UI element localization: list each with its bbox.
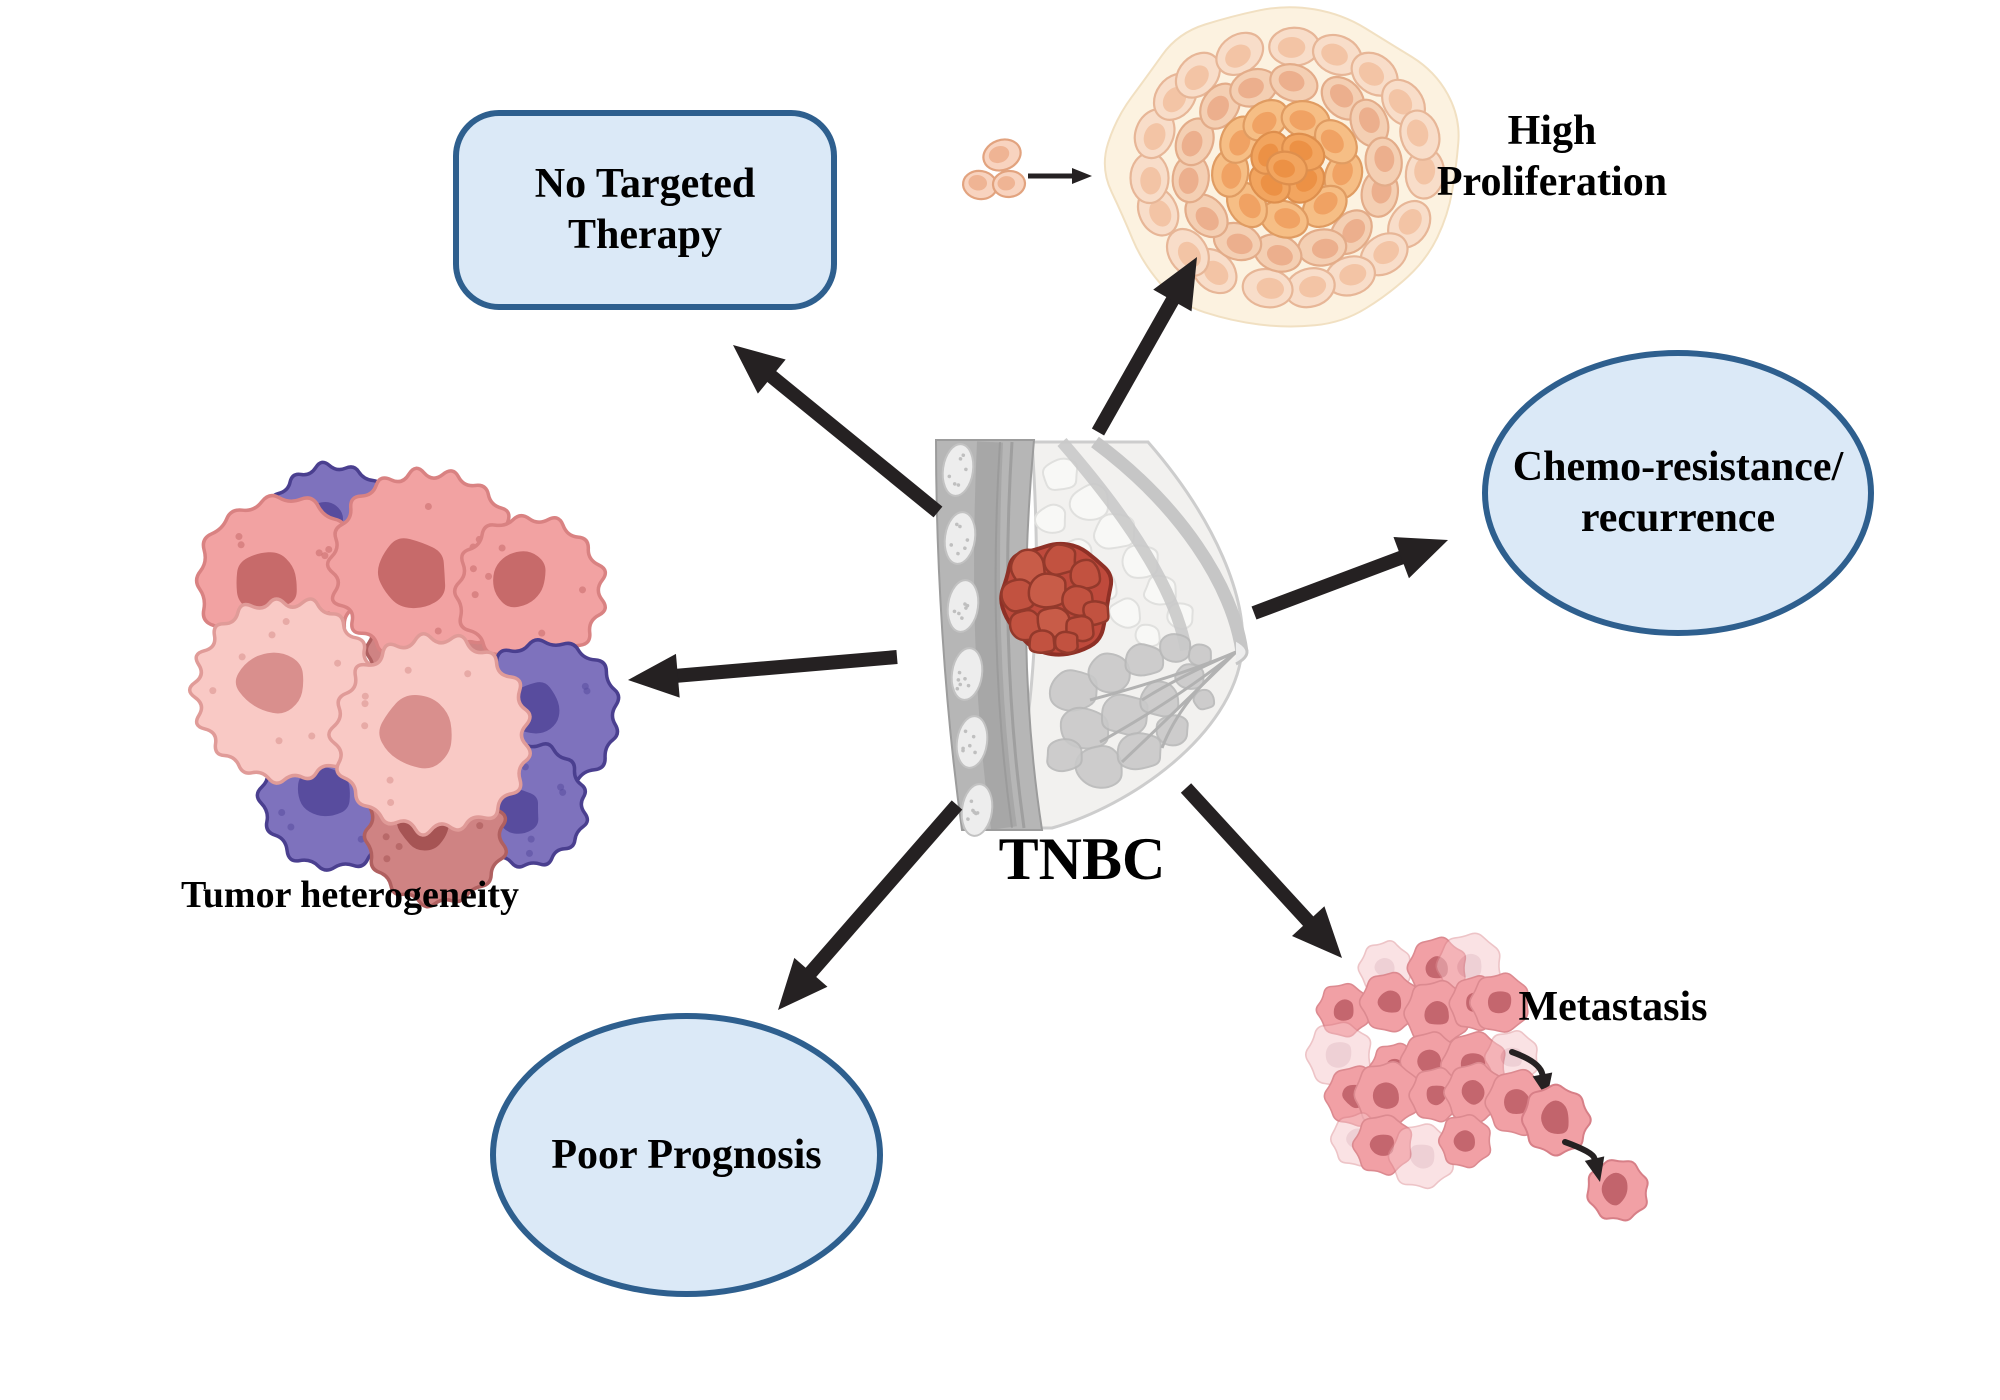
label-high-proliferation: High Proliferation bbox=[1377, 106, 1727, 208]
arrow-to-tumor-heterogeneity bbox=[628, 650, 898, 698]
metastasis-cells bbox=[1305, 932, 1550, 1190]
escaping-cells bbox=[1520, 1083, 1649, 1222]
label-metastasis: Metastasis bbox=[1518, 984, 1708, 1030]
node-poor-prognosis: Poor Prognosis bbox=[490, 1013, 883, 1297]
high-proliferation-cells bbox=[1103, 6, 1460, 328]
label-tnbc: TNBC bbox=[998, 826, 1166, 892]
seed-cells bbox=[961, 138, 1027, 201]
arrow-to-chemo-resistance bbox=[1251, 537, 1448, 620]
arrow-to-metastasis bbox=[1180, 783, 1342, 958]
dividing-arrow-2 bbox=[1562, 1139, 1605, 1182]
label-tumor-heterogeneity: Tumor heterogeneity bbox=[180, 874, 520, 916]
node-chemo-resistance-recurrence: Chemo-resistance/ recurrence bbox=[1482, 350, 1874, 636]
node-no-targeted-therapy-line2: Therapy bbox=[567, 212, 722, 258]
arrow-to-poor-prognosis bbox=[778, 800, 963, 1010]
tumor-mass bbox=[999, 541, 1114, 657]
breast-illustration bbox=[934, 436, 1249, 837]
label-high-proliferation-line2: Proliferation bbox=[1436, 159, 1668, 205]
node-no-targeted-therapy-line1: No Targeted bbox=[534, 161, 756, 207]
node-no-targeted-therapy: No Targeted Therapy bbox=[453, 110, 837, 310]
arrow-to-high-proliferation bbox=[1091, 257, 1197, 436]
node-poor-prognosis-label: Poor Prognosis bbox=[551, 1131, 822, 1178]
node-chemo-resistance-line1: Chemo-resistance/ bbox=[1512, 444, 1844, 490]
seed-to-mass-arrow bbox=[1028, 168, 1092, 184]
tumor-heterogeneity-cells bbox=[187, 460, 621, 909]
label-high-proliferation-line1: High bbox=[1507, 108, 1597, 154]
arrow-to-no-targeted-therapy bbox=[733, 345, 943, 518]
node-chemo-resistance-line2: recurrence bbox=[1580, 495, 1776, 541]
